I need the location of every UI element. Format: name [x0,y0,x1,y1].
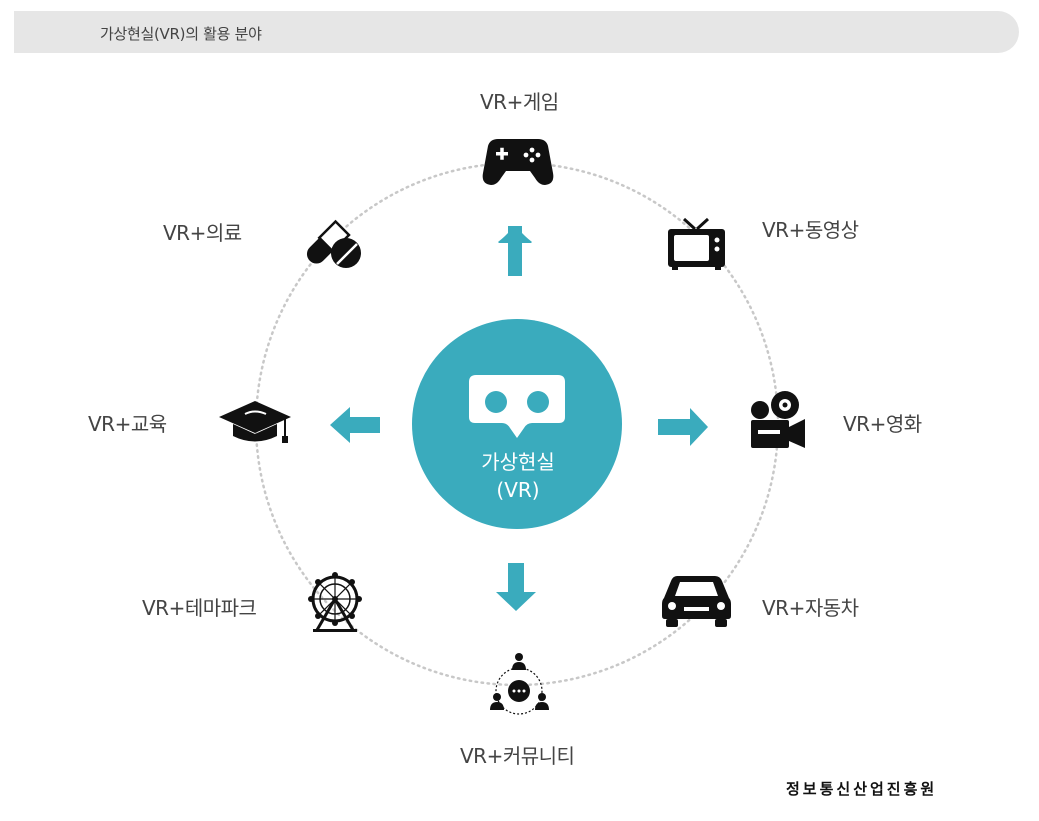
pill-icon [306,219,361,268]
arrow-up-body [498,226,532,276]
vr-headset-icon [469,375,565,438]
arrow-right [658,408,708,446]
arrow-left [330,407,380,443]
graduation-cap-icon [219,401,291,443]
header-bar: 가상현실(VR)의 활용 분야 [14,11,1019,53]
label-education: VR+교육 [88,412,167,436]
center-label-line1: 가상현실 [481,450,555,474]
source-credit: 정보통신산업진흥원 [786,780,938,798]
label-car: VR+자동차 [762,596,859,620]
tv-icon [668,217,725,270]
label-video: VR+동영상 [762,218,859,242]
center-label: 가상현실 (VR) [418,448,618,504]
gamepad-icon [482,139,554,185]
community-chat-icon [490,653,549,715]
label-movie: VR+영화 [843,412,922,436]
arrow-down [496,563,536,611]
car-icon [662,576,731,627]
diagram-title: 가상현실(VR)의 활용 분야 [100,25,262,43]
label-medical: VR+의료 [163,221,242,245]
label-game: VR+게임 [480,90,559,114]
ferris-wheel-icon [308,572,362,632]
label-community: VR+커뮤니티 [460,744,575,768]
label-themepark: VR+테마파크 [142,596,257,620]
movie-camera-icon [751,391,805,448]
center-label-line2: (VR) [496,478,540,502]
